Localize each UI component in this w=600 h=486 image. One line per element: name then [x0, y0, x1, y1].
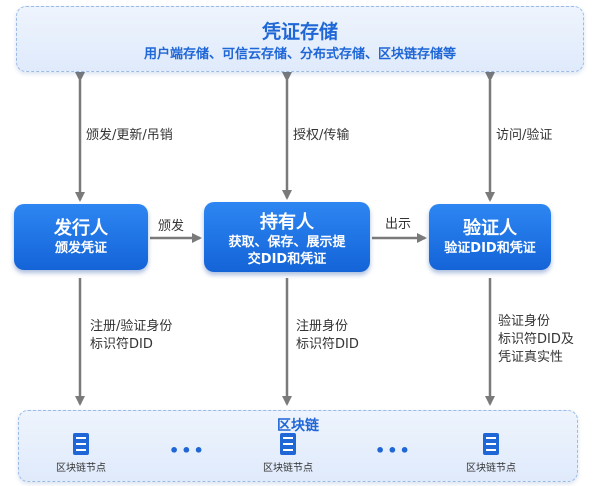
blockchain-node-label: 区块链节点	[56, 463, 106, 474]
blockchain-node-2: 区块链节点	[248, 433, 328, 474]
verifier-name: 验证人	[463, 218, 517, 239]
blockchain-node-1: 区块链节点	[41, 433, 121, 474]
server-icon	[483, 433, 499, 455]
issuer-box: 发行人 颁发凭证	[14, 204, 148, 270]
storage-subtitle: 用户端存储、可信云存储、分布式存储、区块链存储等	[143, 47, 456, 62]
issuer-chain-label-line1: 注册/验证身份	[90, 319, 173, 334]
present-label: 出示	[385, 217, 412, 232]
blockchain-node-3: 区块链节点	[451, 433, 531, 474]
holder-chain-label-line1: 注册身份	[296, 319, 349, 334]
verifier-desc: 验证DID和凭证	[444, 241, 536, 256]
issuer-chain-label-line2: 标识符DID	[90, 337, 153, 352]
issuer-name: 发行人	[54, 218, 108, 239]
verifier-chain-label: 验证身份 标识符DID及 凭证真实性	[498, 313, 574, 367]
server-icon	[73, 433, 89, 455]
blockchain-node-label: 区块链节点	[263, 463, 313, 474]
verifier-box: 验证人 验证DID和凭证	[429, 204, 551, 270]
blockchain-panel: 区块链 区块链节点 ••• 区块链节点 ••• 区块链节点	[18, 410, 578, 482]
verifier-chain-label-line2: 标识符DID及	[498, 332, 574, 347]
verifier-chain-label-line1: 验证身份	[498, 314, 551, 329]
issuer-chain-label: 注册/验证身份 标识符DID	[90, 318, 172, 354]
verifier-chain-label-line3: 凭证真实性	[498, 350, 564, 365]
server-icon	[280, 433, 296, 455]
storage-title: 凭证存储	[261, 21, 338, 43]
ellipsis-2: •••	[375, 441, 412, 460]
holder-desc-line2: 交DID和凭证	[247, 252, 327, 267]
issuer-desc: 颁发凭证	[54, 241, 107, 256]
holder-desc-line1: 获取、保存、展示提	[228, 235, 346, 250]
access-verify-label: 访问/验证	[496, 128, 553, 143]
issue-update-revoke-label: 颁发/更新/吊销	[86, 128, 173, 143]
blockchain-title: 区块链	[277, 418, 319, 434]
holder-chain-label: 注册身份 标识符DID	[296, 318, 359, 354]
credential-storage-panel: 凭证存储 用户端存储、可信云存储、分布式存储、区块链存储等	[16, 6, 584, 72]
ellipsis-1: •••	[169, 441, 206, 460]
authorize-transmit-label: 授权/传输	[293, 128, 350, 143]
holder-chain-label-line2: 标识符DID	[296, 337, 359, 352]
holder-name: 持有人	[260, 212, 314, 233]
blockchain-node-label: 区块链节点	[466, 463, 516, 474]
issue-label: 颁发	[158, 219, 185, 234]
holder-box: 持有人 获取、保存、展示提 交DID和凭证	[204, 202, 370, 272]
